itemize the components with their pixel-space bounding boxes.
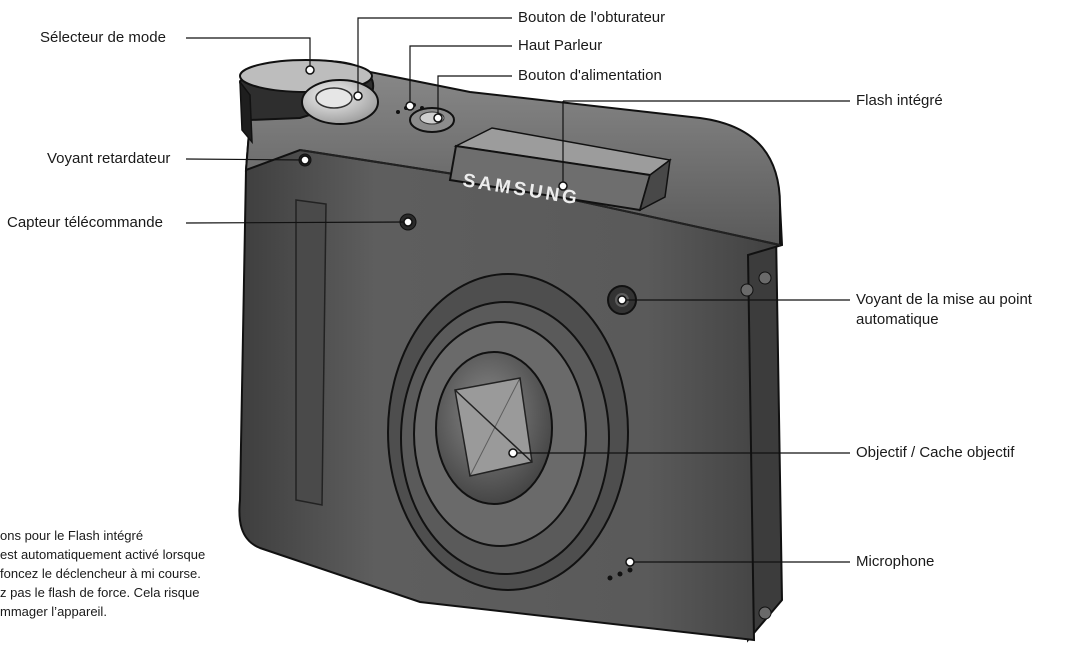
label-flash: Flash intégré [856, 92, 943, 109]
microphone-grille [607, 567, 633, 581]
flash-note-line: mmager l’appareil. [0, 604, 107, 619]
flash-note: ons pour le Flash intégré est automatiqu… [0, 526, 205, 621]
label-mode-selector: Sélecteur de mode [40, 29, 166, 46]
label-speaker: Haut Parleur [518, 37, 603, 54]
flash-note-line: est automatiquement activé lorsque [0, 547, 206, 562]
power-button[interactable] [409, 107, 455, 133]
shutter-button[interactable] [301, 79, 379, 125]
label-remote-sensor: Capteur télécommande [7, 214, 163, 231]
screw-icon [758, 271, 772, 285]
label-self-timer-lamp: Voyant retardateur [47, 150, 171, 167]
label-shutter-button: Bouton de l'obturateur [518, 9, 666, 26]
label-power-button: Bouton d'alimentation [518, 67, 662, 84]
flash-note-line: ons pour le Flash intégré [0, 528, 144, 543]
label-lens: Objectif / Cache objectif [856, 444, 1015, 461]
label-microphone: Microphone [856, 553, 935, 570]
flash-note-line: foncez le déclencheur à mi course. [0, 566, 201, 581]
screw-icon [758, 606, 772, 620]
leader-lines [185, 17, 850, 563]
label-af-lamp-line2: automatique [856, 311, 939, 328]
leader-dots [300, 65, 635, 567]
lens-barrel[interactable] [387, 273, 629, 591]
flash-note-line: z pas le flash de force. Cela risque [0, 585, 200, 600]
screw-icon [740, 283, 754, 297]
label-af-lamp-line1: Voyant de la mise au point [856, 291, 1032, 308]
